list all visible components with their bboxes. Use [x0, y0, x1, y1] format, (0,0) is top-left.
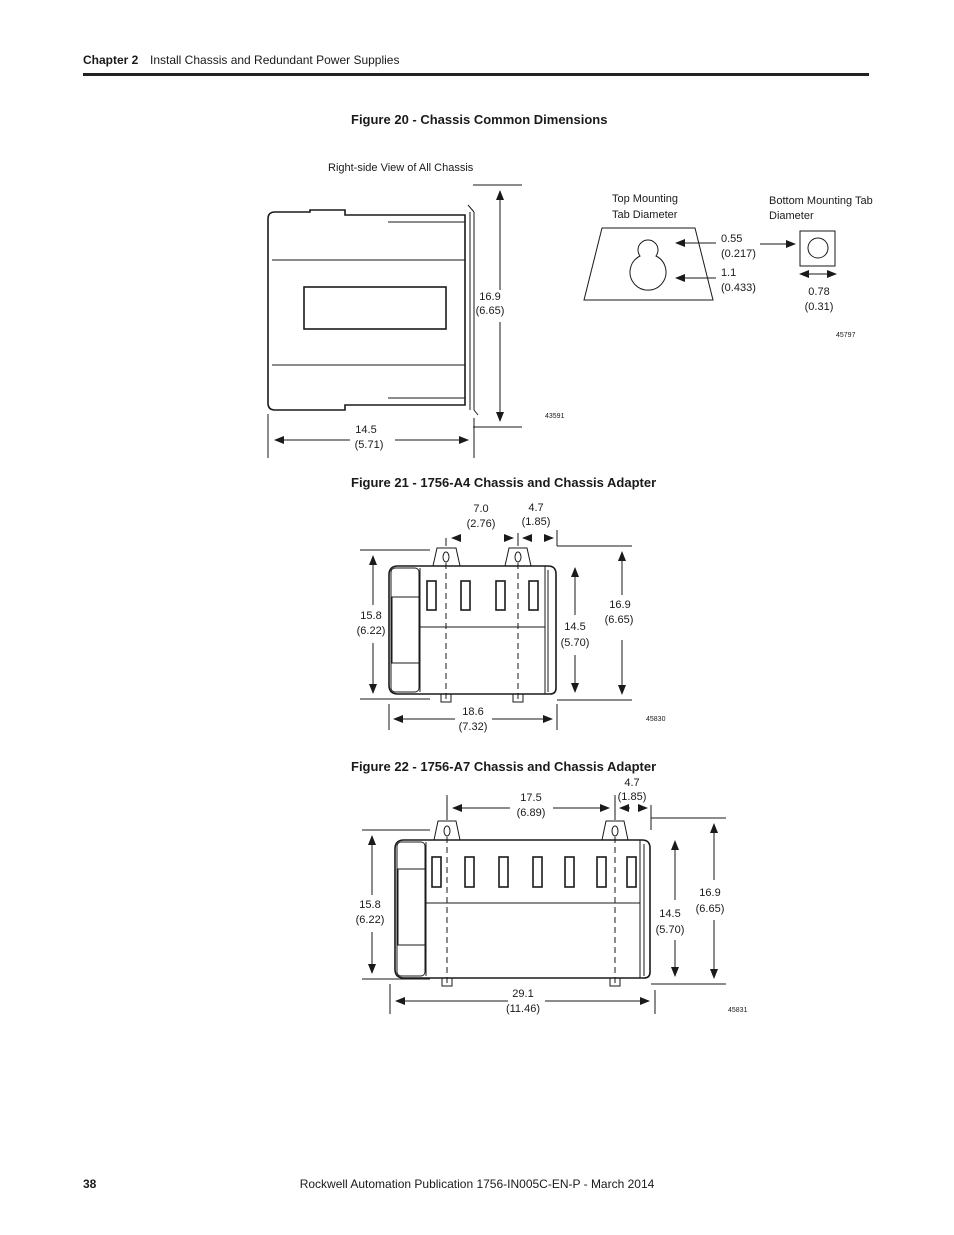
page-number: 38 — [83, 1177, 97, 1191]
a7-inner-height-in: (5.70) — [655, 924, 685, 936]
a4-inner-height-mm: 14.5 — [564, 621, 586, 633]
a7-edge-in: (1.85) — [617, 791, 647, 803]
a7-inner-height-mm: 14.5 — [659, 908, 681, 920]
a4-height-in: (6.22) — [356, 625, 386, 637]
bottom-diameter-mm: 0.78 — [808, 286, 830, 298]
a4-width-in: (7.32) — [458, 721, 488, 733]
large-diameter-mm: 1.1 — [721, 267, 737, 279]
a7-width-in: (11.46) — [505, 1003, 541, 1015]
top-tab-drawing — [583, 227, 716, 301]
a7-height-mm: 15.8 — [359, 899, 381, 911]
a4-spacing-mm: 7.0 — [473, 503, 489, 515]
a4-spacing-in: (2.76) — [466, 518, 496, 530]
chapter-label: Chapter 2 — [83, 53, 139, 67]
a4-overall-height-mm: 16.9 — [609, 599, 631, 611]
side-view-drawing — [267, 184, 522, 458]
large-diameter-in: (0.433) — [721, 282, 756, 294]
a4-drawing-code: 45830 — [646, 716, 666, 723]
side-view-label: Right-side View of All Chassis — [328, 162, 474, 174]
a4-edge-mm: 4.7 — [528, 502, 544, 514]
depth-dim-in: (5.71) — [354, 439, 384, 451]
a4-overall-height-in: (6.65) — [604, 614, 634, 626]
figure-20-caption: Figure 20 - Chassis Common Dimensions — [351, 112, 608, 127]
a4-height-mm: 15.8 — [360, 610, 382, 622]
a4-chassis-drawing — [360, 530, 632, 730]
a7-width-mm: 29.1 — [512, 988, 534, 1000]
bottom-tab-label-line2: Diameter — [769, 210, 814, 222]
top-tab-label-line2: Tab Diameter — [612, 209, 678, 221]
a7-edge-mm: 4.7 — [624, 777, 640, 789]
a7-spacing-mm: 17.5 — [520, 792, 542, 804]
height-dim-in: (6.65) — [475, 305, 505, 317]
a4-edge-in: (1.85) — [521, 516, 551, 528]
bottom-tab-drawing — [760, 230, 837, 278]
small-diameter-mm: 0.55 — [721, 233, 743, 245]
height-dim-mm: 16.9 — [479, 291, 501, 303]
a7-drawing-code: 45831 — [728, 1007, 748, 1014]
header-rule — [83, 73, 869, 76]
bottom-diameter-in: (0.31) — [804, 301, 834, 313]
a7-overall-height-in: (6.65) — [695, 903, 725, 915]
top-tab-label-line1: Top Mounting — [612, 193, 679, 205]
bottom-tab-label-line1: Bottom Mounting Tab — [769, 195, 873, 207]
a7-overall-height-mm: 16.9 — [699, 887, 721, 899]
figure-21-caption: Figure 21 - 1756-A4 Chassis and Chassis … — [351, 475, 657, 490]
a7-height-in: (6.22) — [355, 914, 385, 926]
drawing-code-2: 45797 — [836, 332, 856, 339]
chapter-title: Install Chassis and Redundant Power Supp… — [150, 53, 400, 67]
a7-spacing-in: (6.89) — [516, 807, 546, 819]
figure-22-caption: Figure 22 - 1756-A7 Chassis and Chassis … — [351, 759, 657, 774]
publication-footer: Rockwell Automation Publication 1756-IN0… — [299, 1177, 655, 1191]
a4-width-mm: 18.6 — [462, 706, 484, 718]
small-diameter-in: (0.217) — [721, 248, 756, 260]
a7-chassis-drawing — [362, 795, 726, 1014]
a4-inner-height-in: (5.70) — [560, 637, 590, 649]
depth-dim-mm: 14.5 — [355, 424, 377, 436]
drawing-code-1: 43591 — [545, 413, 565, 420]
